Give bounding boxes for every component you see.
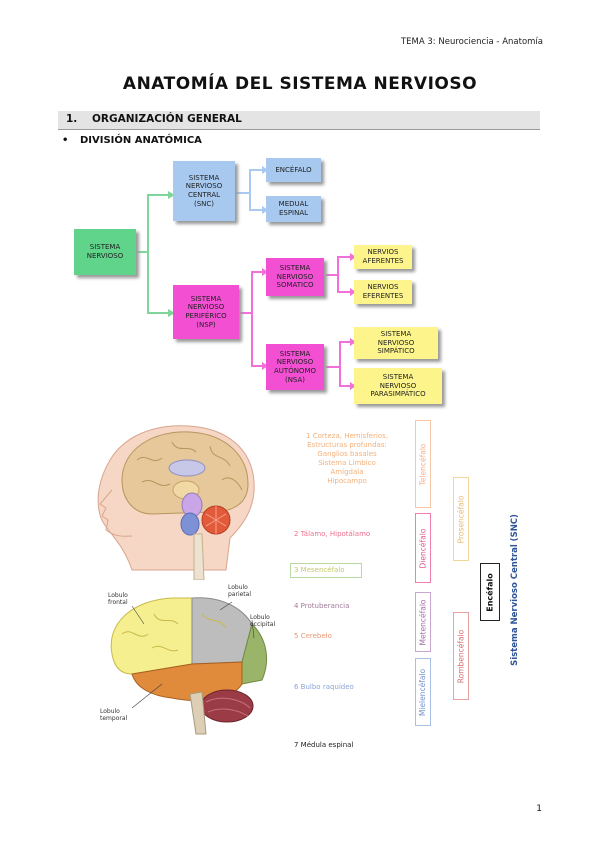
- label-lobulo-frontal: Lobulo frontal: [108, 592, 128, 607]
- section-bar: [58, 111, 540, 130]
- box-aferentes: NERVIOS AFERENTES: [354, 245, 412, 269]
- label-lobulo-occipital: Lobulo occipital: [250, 614, 276, 629]
- box-sistema-nervioso: SISTEMA NERVIOSO: [74, 229, 136, 275]
- label-diencefalo: Diencéfalo: [418, 528, 428, 568]
- label-lobulo-parietal: Lobulo parietal: [228, 584, 252, 599]
- label-mielencefalo: Mielencéfalo: [418, 668, 428, 716]
- item-mesencefalo-box: [290, 563, 362, 578]
- item-bulbo: 6 Bulbo raquídeo: [294, 683, 354, 691]
- label-encefalo-box: Encéfalo: [480, 563, 500, 621]
- section-title: ORGANIZACIÓN GENERAL: [92, 113, 242, 125]
- label-telencefalo: Telencéfalo: [418, 442, 428, 486]
- diagram-connectors: [137, 166, 356, 390]
- green-arrows: [137, 194, 168, 314]
- label-encefalo: Encéfalo: [485, 572, 495, 612]
- box-snc: SISTEMA NERVIOSO CENTRAL (SNC): [173, 161, 235, 221]
- box-medula-espinal: MEDUAL ESPINAL: [266, 196, 321, 222]
- box-autonomo: SISTEMA NERVIOSO AUTÓNOMO (NSA): [266, 344, 324, 390]
- box-encefalo: ENCÉFALO: [266, 158, 321, 182]
- running-head: TEMA 3: Neurociencia - Anatomía: [400, 37, 543, 47]
- box-somatico: SISTEMA NERVIOSO SOMATICO: [266, 258, 324, 296]
- bullet-icon: •: [62, 135, 69, 146]
- pink-arrows: [240, 256, 350, 387]
- item-protuberancia: 4 Protuberancia: [294, 602, 350, 610]
- label-prosencefalo-box: Prosencéfalo: [453, 477, 469, 561]
- label-metencefalo: Metencéfalo: [418, 598, 428, 646]
- item-medula: 7 Médula espinal: [294, 741, 354, 749]
- subsection-title: DIVISIÓN ANATÓMICA: [80, 135, 202, 146]
- label-mielencefalo-box: Mielencéfalo: [415, 658, 431, 726]
- page-number: 1: [536, 804, 542, 814]
- brain-lobes-illustration: [110, 597, 268, 735]
- box-snp: SISTEMA NERVIOSO PERIFÉRICO (NSP): [173, 285, 239, 339]
- box-parasimpatico: SISTEMA NERVIOSO PARASIMPÁTICO: [354, 368, 442, 404]
- label-snc-box: Sistema Nervioso Central (SNC): [507, 510, 523, 670]
- blue-arrows: [236, 169, 262, 211]
- item-mesencefalo: 3 Mesencéfalo: [294, 566, 345, 574]
- box-simpatico: SISTEMA NERVIOSO SIMPÁTICO: [354, 327, 438, 359]
- item-corteza: 1 Corteza, Hemisferios, Estructuras prof…: [306, 432, 388, 486]
- label-snc-vertical: Sistema Nervioso Central (SNC): [510, 514, 521, 666]
- box-eferentes: NERVIOS EFERENTES: [354, 280, 412, 304]
- head-brain-illustration: [97, 425, 255, 580]
- label-rombencefalo-box: Rombencéfalo: [453, 612, 469, 700]
- label-prosencefalo: Prosencéfalo: [456, 495, 466, 543]
- item-cerebelo: 5 Cerebelo: [294, 632, 332, 640]
- label-telencefalo-box: Telencéfalo: [415, 420, 431, 508]
- item-talamo: 2 Tálamo, Hipotálamo: [294, 530, 371, 538]
- section-number: 1.: [66, 113, 78, 125]
- label-metencefalo-box: Metencéfalo: [415, 592, 431, 652]
- page-title: ANATOMÍA DEL SISTEMA NERVIOSO: [122, 74, 478, 94]
- label-diencefalo-box: Diencéfalo: [415, 513, 431, 583]
- label-lobulo-temporal: Lobulo temporal: [100, 708, 128, 723]
- label-rombencefalo: Rombencéfalo: [456, 629, 466, 683]
